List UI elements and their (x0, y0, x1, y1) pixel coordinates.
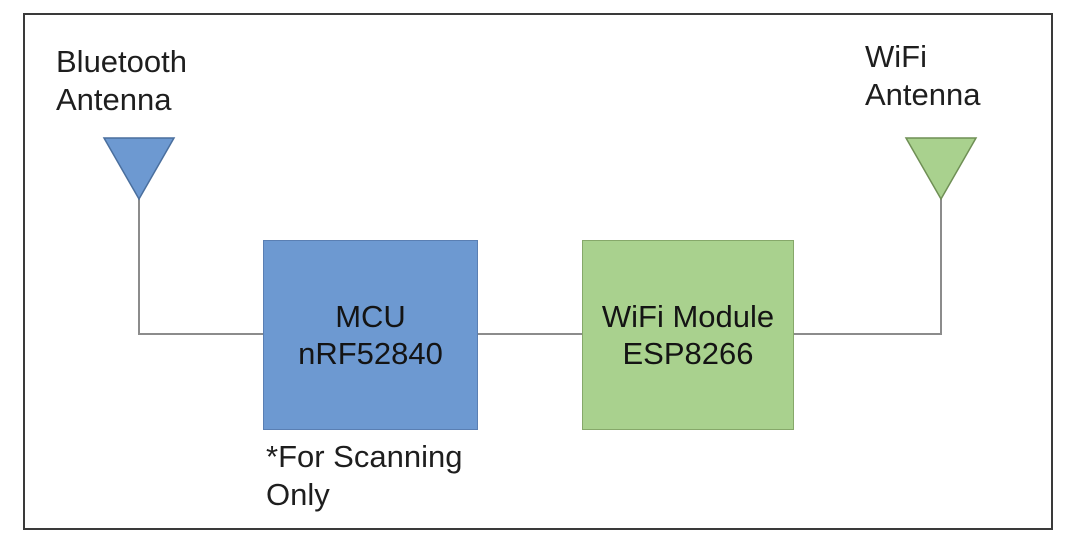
bluetooth-antenna-label: Bluetooth Antenna (56, 43, 187, 119)
mcu-part-number: nRF52840 (298, 336, 443, 371)
wifi-antenna-icon (904, 137, 978, 201)
bluetooth-antenna-label-line1: Bluetooth (56, 44, 187, 79)
mcu-note: *For Scanning Only (266, 438, 462, 514)
mcu-title: MCU (335, 299, 406, 334)
wifi-module-title: WiFi Module (601, 299, 775, 334)
wifi-antenna-label-line2: Antenna (865, 77, 981, 112)
diagram-frame (23, 13, 1053, 530)
wifi-module-block: WiFi Module ESP8266 (582, 240, 794, 430)
mcu-note-line2: Only (266, 477, 330, 512)
wifi-module-part-number: ESP8266 (622, 336, 754, 371)
wifi-antenna-wire (794, 195, 942, 335)
wifi-antenna-label-line1: WiFi (865, 39, 927, 74)
mcu-block: MCU nRF52840 (263, 240, 478, 430)
bluetooth-antenna-icon (102, 137, 176, 201)
wifi-antenna-label: WiFi Antenna (865, 38, 981, 114)
bluetooth-antenna-wire (138, 195, 263, 335)
bluetooth-antenna-label-line2: Antenna (56, 82, 172, 117)
mcu-note-line1: *For Scanning (266, 439, 463, 474)
